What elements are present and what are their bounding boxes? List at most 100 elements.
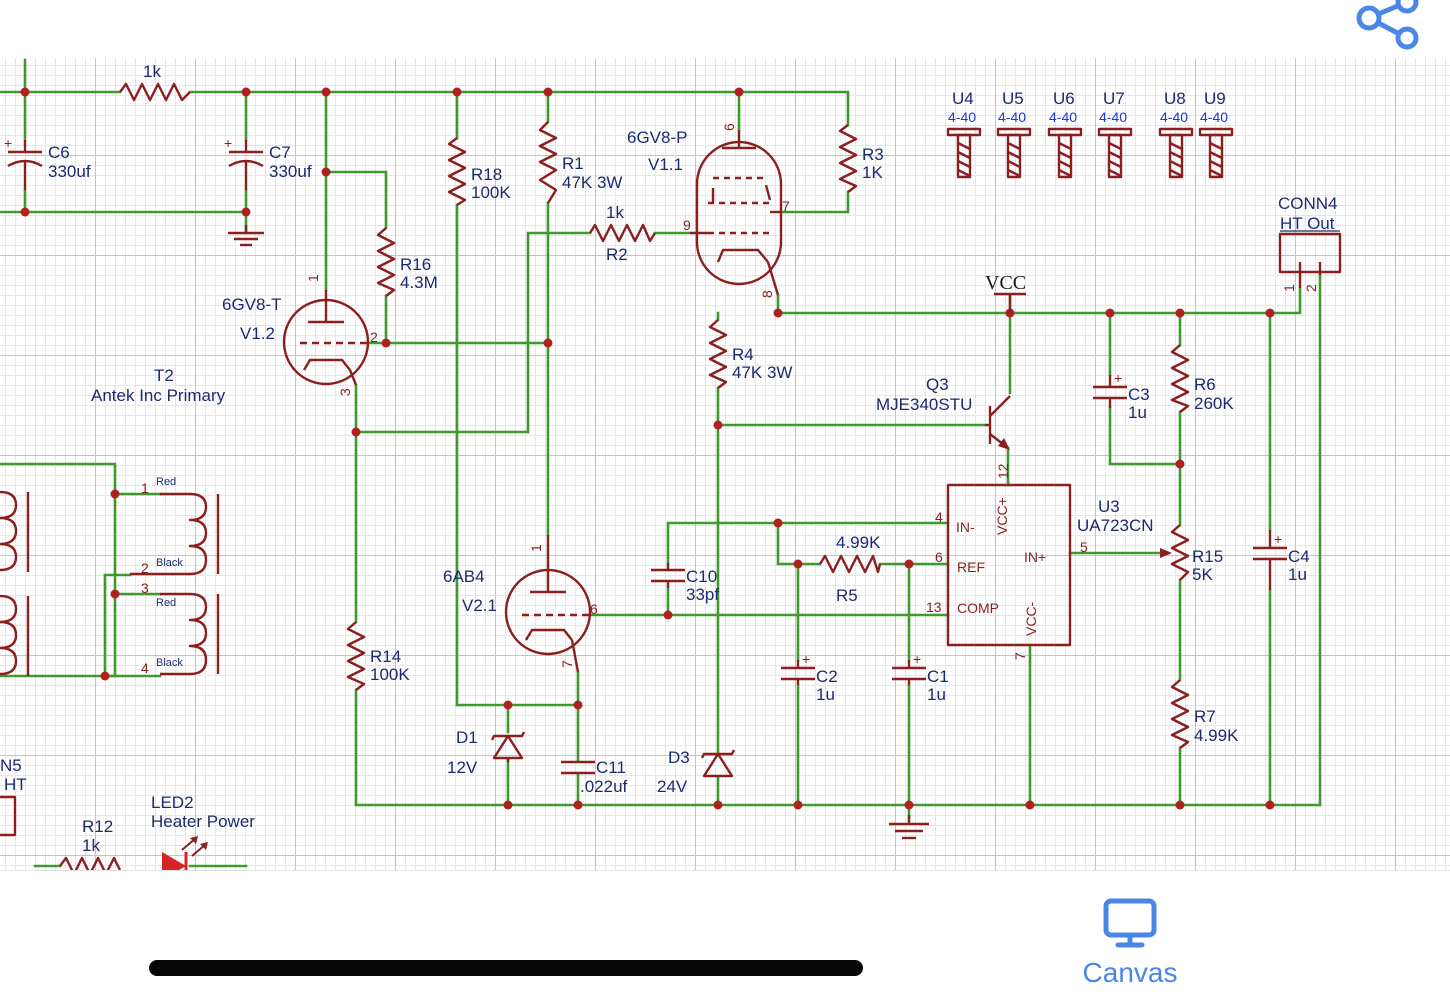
resistor-r14[interactable]: R14 100K (346, 621, 410, 691)
svg-text:+: + (802, 651, 810, 667)
t2-color1: Red (156, 476, 176, 488)
v11-pin9: 9 (683, 217, 691, 233)
r4-value: 47K 3W (732, 363, 792, 382)
transformer-t2[interactable]: T2 Antek Inc Primary 1 2 3 4 Red Black R… (0, 366, 226, 676)
r6-value: 260K (1194, 394, 1234, 413)
resistor-r12[interactable]: R12 1k (59, 817, 122, 870)
resistor-r2[interactable]: 1k R2 (588, 203, 657, 264)
screw-u5[interactable]: U5 4-40 (996, 89, 1032, 179)
ground-symbol-1 (228, 225, 264, 247)
resistor-top-value: 1k (143, 62, 161, 81)
resistor-r3[interactable]: R3 1K (838, 124, 884, 193)
zener-d1[interactable]: D1 12V (447, 728, 526, 777)
home-indicator[interactable] (149, 960, 863, 976)
potentiometer-r15[interactable]: R15 5K (1160, 524, 1223, 584)
v11-pin6: 6 (721, 123, 737, 131)
v12-pin1: 1 (305, 274, 321, 282)
hardware-screws[interactable]: U4 4-40 U5 4-40 U6 4-40 U7 4-40 (946, 89, 1234, 179)
top-bar (0, 0, 1450, 59)
schematic-drawing: 1k + C6 330uf + C7 330uf R18 100K R1 47K (0, 58, 1342, 870)
u3-ref-pin: REF (957, 559, 985, 575)
capacitor-c3[interactable]: + C3 1u (1093, 370, 1150, 422)
led2-ref: LED2 (151, 793, 194, 812)
c4-value: 1u (1288, 565, 1307, 584)
screw-u4[interactable]: U4 4-40 (946, 89, 982, 179)
t2-color2: Black (156, 557, 183, 569)
r16-ref: R16 (400, 255, 431, 274)
c7-ref: C7 (269, 143, 291, 162)
svg-text:+: + (1274, 531, 1282, 547)
c10-ref: C10 (686, 567, 717, 586)
svg-text:+: + (913, 651, 921, 667)
zener-d3[interactable]: D3 24V (657, 748, 736, 796)
u3-pin12: 12 (995, 463, 1011, 479)
u4-value: 4-40 (948, 109, 976, 125)
v12-pin2: 2 (370, 329, 378, 345)
screw-u9[interactable]: U9 4-40 (1198, 89, 1234, 179)
tube-v1-1[interactable]: 6 7 8 9 6GV8-P V1.1 (627, 123, 790, 298)
t2-pin3: 3 (141, 580, 149, 596)
resistor-r18[interactable]: R18 100K (447, 137, 511, 207)
conn5-value: HT (4, 775, 27, 794)
resistor-top-1k[interactable]: 1k (119, 62, 191, 102)
u3-pin4: 4 (935, 509, 943, 525)
resistor-r1[interactable]: R1 47K 3W (538, 121, 622, 204)
u5-value: 4-40 (998, 109, 1026, 125)
screw-u6[interactable]: U6 4-40 (1047, 89, 1083, 179)
tube-v1-2[interactable]: 1 2 3 6GV8-T V1.2 (222, 274, 378, 396)
u3-pin5: 5 (1080, 539, 1088, 555)
d3-ref: D3 (668, 748, 690, 767)
v11-pin7: 7 (782, 198, 790, 214)
c2-ref: C2 (816, 667, 838, 686)
capacitor-c11[interactable]: C11 .022uf (561, 758, 628, 796)
r3-ref: R3 (862, 145, 884, 164)
schematic-canvas[interactable]: 1k + C6 330uf + C7 330uf R18 100K R1 47K (0, 58, 1450, 870)
c3-ref: C3 (1128, 385, 1150, 404)
capacitor-c4[interactable]: + C4 1u (1253, 530, 1310, 590)
u5-ref: U5 (1002, 89, 1024, 108)
connector-conn4[interactable]: CONN4 HT Out 1 2 (1278, 194, 1342, 292)
v11-ref: V1.1 (648, 155, 683, 174)
v21-pin7: 7 (559, 660, 575, 668)
capacitor-c1[interactable]: + C1 1u (892, 651, 949, 704)
capacitor-c6[interactable]: + C6 330uf (4, 135, 91, 190)
c3-value: 1u (1128, 403, 1147, 422)
resistor-r7[interactable]: R7 4.99K (1170, 679, 1239, 749)
capacitor-c7[interactable]: + C7 330uf (224, 135, 312, 190)
resistor-r5[interactable]: 4.99K R5 (818, 533, 882, 605)
u3-ref: U3 (1098, 497, 1120, 516)
transistor-q3[interactable]: Q3 MJE340STU (876, 375, 1011, 450)
c11-value: .022uf (580, 777, 628, 796)
conn4-pin2: 2 (1303, 284, 1319, 292)
resistor-r6[interactable]: R6 260K (1170, 344, 1234, 413)
resistor-r4[interactable]: R4 47K 3W (708, 319, 792, 389)
q3-ref: Q3 (926, 375, 949, 394)
d3-value: 24V (657, 777, 688, 796)
led2-value: Heater Power (151, 812, 255, 831)
ic-u3[interactable]: U3 UA723CN IN- REF COMP IN+ VCC+ VCC- 4 … (926, 463, 1154, 660)
screw-u7[interactable]: U7 4-40 (1097, 89, 1133, 179)
svg-text:+: + (4, 135, 12, 151)
capacitor-c2[interactable]: + C2 1u (781, 651, 838, 704)
resistor-r16[interactable]: R16 4.3M (376, 227, 438, 297)
u3-value: UA723CN (1077, 516, 1154, 535)
tube-v2-1[interactable]: 1 6 7 6AB4 V2.1 (443, 535, 598, 673)
connector-conn5-partial[interactable]: N5 HT (0, 756, 27, 837)
bottom-tab-bar: Canvas (0, 870, 1450, 1000)
c10-value: 33pf (686, 585, 719, 604)
share-button[interactable] (1352, 0, 1426, 52)
screw-u8[interactable]: U8 4-40 (1158, 89, 1194, 179)
conn4-value: HT Out (1280, 214, 1335, 233)
u3-pin7: 7 (1012, 652, 1028, 660)
tab-canvas[interactable]: Canvas (1068, 883, 1192, 988)
t2-value: Antek Inc Primary (91, 386, 226, 405)
wires (0, 58, 1322, 868)
r12-ref: R12 (82, 817, 113, 836)
capacitor-c10[interactable]: C10 33pf (651, 563, 719, 604)
v12-ref: V1.2 (240, 324, 275, 343)
led-led2[interactable]: LED2 Heater Power (151, 793, 255, 870)
u3-in-minus: IN- (956, 519, 975, 535)
u3-pin6: 6 (935, 549, 943, 565)
u3-vcc-minus: VCC- (1023, 601, 1039, 636)
t2-pin2: 2 (141, 560, 149, 576)
